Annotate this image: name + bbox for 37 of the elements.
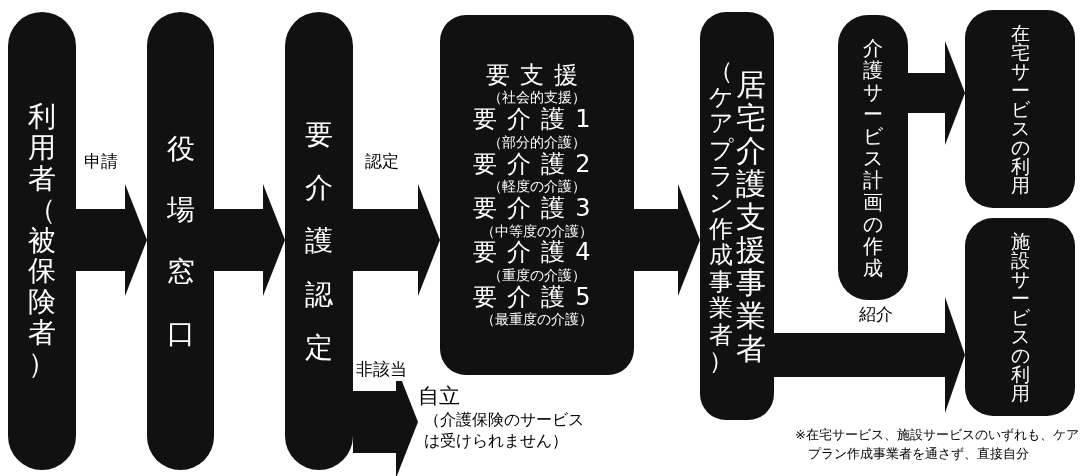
level-description: （中等度の介護）	[481, 222, 593, 240]
block-arrow	[774, 297, 965, 413]
block-arrow	[353, 184, 440, 296]
footnote: ※在宅サービス、施設サービスのいずれも、ケアプラン作成事業者を通さず、直接自分	[795, 426, 1080, 463]
box-label: （ケアプラン作成事業者）	[708, 57, 734, 375]
block-arrow	[908, 41, 965, 145]
level-label: 要介護1	[473, 106, 601, 134]
edge-label: 申請	[82, 150, 120, 173]
level-label: 要介護5	[473, 283, 601, 312]
box-label: 施設サービスの利用	[1010, 231, 1030, 403]
box-sublabel: 居宅介護支援事業者	[735, 67, 766, 365]
outcome-label: 自立	[418, 383, 460, 410]
outcome-note: （介護保険のサービスは受けられません）	[423, 410, 585, 452]
box-label: 介護サービス計画の作成	[863, 36, 883, 279]
box-label: 要介護認定	[305, 117, 333, 366]
edge-label: 紹介	[857, 303, 895, 326]
box-label: 利用者（被保険者）	[28, 102, 56, 380]
level-description: （最重度の介護）	[481, 311, 593, 329]
level-description: （軽度の介護）	[488, 178, 586, 195]
process-box	[440, 15, 634, 375]
box-label: 役場窓口	[166, 130, 195, 352]
level-label: 要支援	[486, 61, 588, 90]
level-label: 要介護2	[473, 150, 601, 179]
block-arrow	[214, 184, 285, 296]
box-label: 在宅サービスの利用	[1010, 23, 1030, 195]
block-arrow	[634, 184, 700, 296]
edge-label: 認定	[363, 150, 401, 173]
process-box	[838, 15, 908, 300]
process-box	[965, 10, 1075, 208]
level-description: （重度の介護）	[488, 267, 586, 284]
process-box	[700, 12, 774, 420]
level-description: （部分的介護）	[488, 133, 586, 151]
level-label: 要介護4	[473, 239, 601, 267]
block-arrow	[76, 184, 147, 296]
level-label: 要介護3	[473, 195, 601, 223]
process-box	[965, 218, 1075, 416]
level-description: （社会的支援）	[488, 89, 586, 107]
